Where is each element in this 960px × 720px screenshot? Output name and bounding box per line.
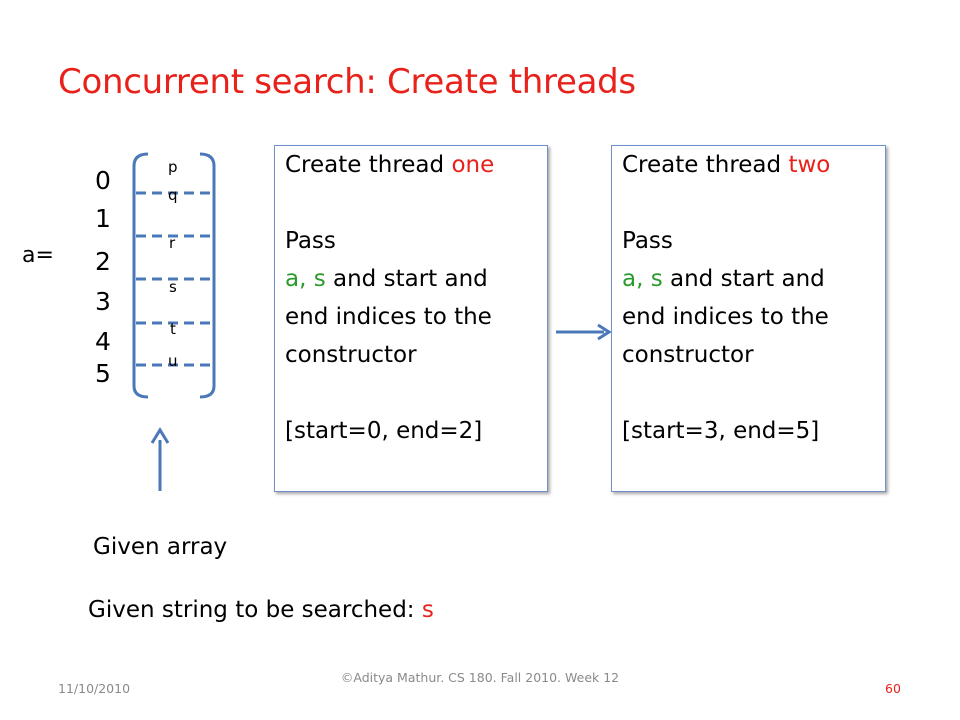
- given-array-caption: Given array: [93, 534, 228, 560]
- thread-two-title: Create thread two: [622, 152, 831, 178]
- thread-two-box: Create thread two Pass a, s and start an…: [611, 145, 886, 492]
- array-index: 5: [95, 359, 111, 388]
- array-right-bracket: [199, 152, 216, 399]
- thread-flow-arrow: [556, 323, 612, 341]
- thread-two-constructor: constructor: [622, 342, 754, 368]
- thread-one-title-highlight: one: [451, 152, 495, 178]
- thread-one-title: Create thread one: [285, 152, 495, 178]
- array-index: 3: [95, 287, 111, 316]
- array-value: u: [168, 352, 178, 370]
- array-value: s: [169, 278, 177, 296]
- array-index: 1: [95, 204, 111, 233]
- array-index: 0: [95, 166, 111, 195]
- footer-credit: ©Aditya Mathur. CS 180. Fall 2010. Week …: [340, 670, 620, 685]
- thread-one-args-highlight: a, s: [285, 266, 326, 292]
- thread-one-constructor: constructor: [285, 342, 417, 368]
- thread-two-args-highlight: a, s: [622, 266, 663, 292]
- thread-two-args: a, s and start and: [622, 266, 825, 292]
- array-index: 4: [95, 327, 111, 356]
- thread-one-args: a, s and start and: [285, 266, 488, 292]
- thread-one-indices: end indices to the: [285, 304, 492, 330]
- thread-one-box: Create thread one Pass a, s and start an…: [274, 145, 548, 492]
- array-value: p: [168, 158, 178, 176]
- array-value: t: [170, 320, 176, 338]
- thread-one-range: [start=0, end=2]: [285, 418, 483, 444]
- thread-two-title-highlight: two: [788, 152, 831, 178]
- array-left-bracket: [132, 152, 149, 399]
- thread-two-range: [start=3, end=5]: [622, 418, 820, 444]
- array-value: r: [169, 234, 176, 252]
- thread-two-pass: Pass: [622, 228, 673, 254]
- slide-title: Concurrent search: Create threads: [58, 62, 636, 102]
- footer-date: 11/10/2010: [58, 681, 131, 696]
- footer-page-number: 60: [885, 681, 901, 696]
- thread-one-pass: Pass: [285, 228, 336, 254]
- search-string-value: s: [421, 597, 434, 623]
- thread-two-indices: end indices to the: [622, 304, 829, 330]
- given-array-arrow: [150, 427, 170, 491]
- array-label: a=: [22, 243, 54, 268]
- array-value: q: [168, 186, 178, 204]
- array-index: 2: [95, 247, 111, 276]
- search-string-caption: Given string to be searched: s: [88, 597, 434, 623]
